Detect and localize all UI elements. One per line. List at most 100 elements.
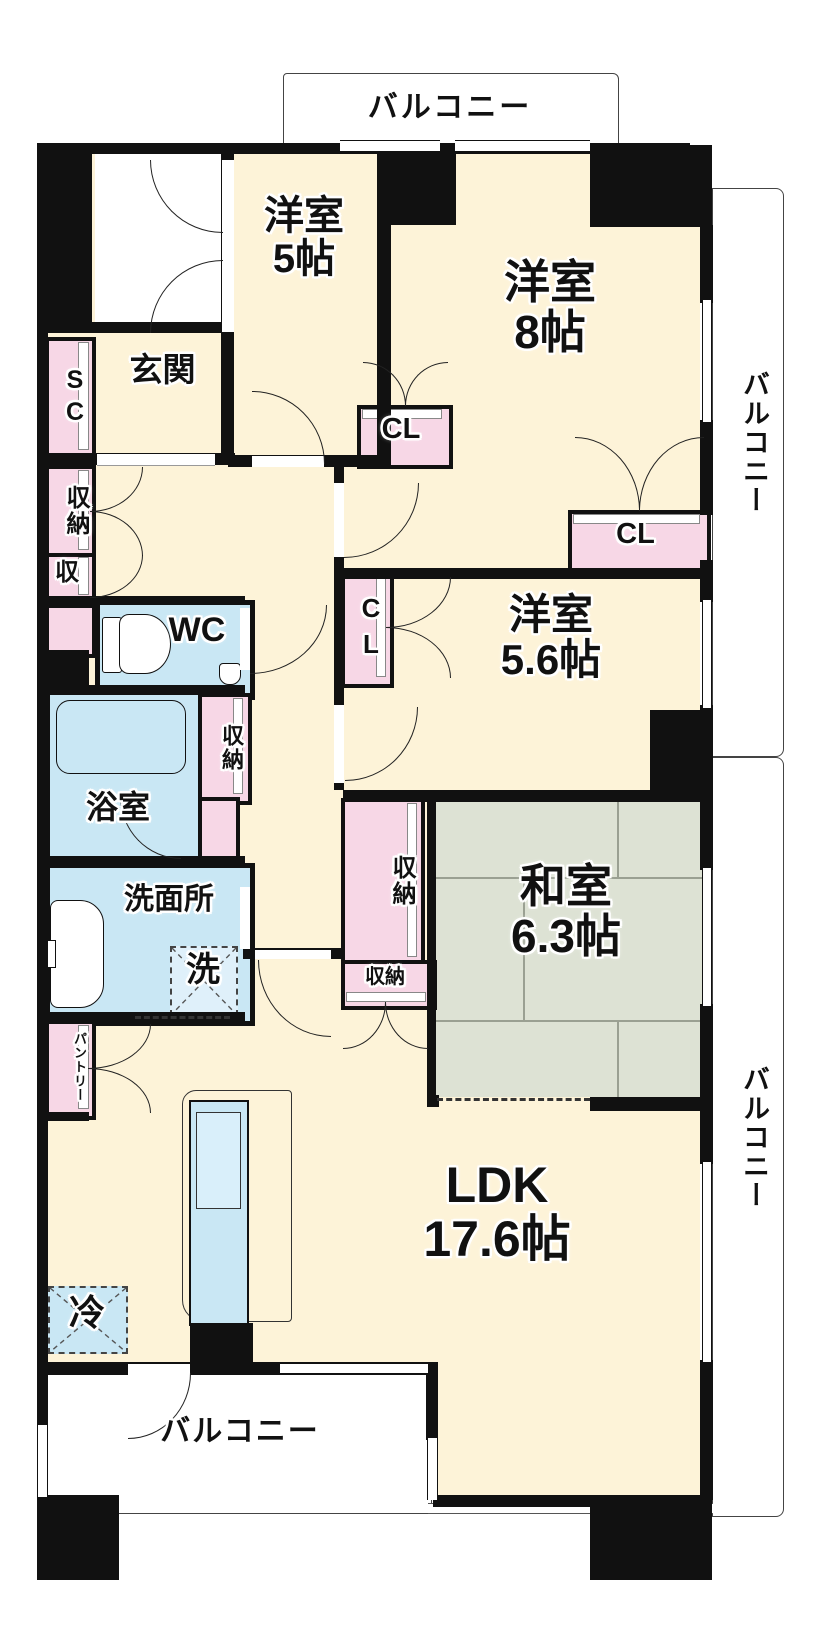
western5-size: 5帖 xyxy=(272,237,336,282)
toilet-bowl xyxy=(119,614,171,674)
door-opening xyxy=(334,705,344,783)
window xyxy=(702,300,712,422)
western56-size: 5.6帖 xyxy=(500,636,602,684)
bathroom-label: 浴室 xyxy=(85,789,150,825)
wall-block xyxy=(590,1495,712,1580)
balcony-top xyxy=(283,73,619,149)
wall xyxy=(427,800,436,1100)
wall xyxy=(433,1495,593,1507)
wall xyxy=(37,143,48,1425)
wall xyxy=(343,568,703,579)
door-opening xyxy=(255,950,331,959)
fridge-x-mark xyxy=(50,1288,126,1352)
japanese-room-name: 和室 xyxy=(520,860,612,912)
ldk-floor-extension xyxy=(433,1362,700,1495)
washroom-label: 洗面所 xyxy=(124,883,214,916)
wall-block xyxy=(590,145,712,227)
closet-door-face xyxy=(78,470,89,550)
wall xyxy=(37,650,89,690)
window xyxy=(702,868,712,1006)
wall xyxy=(426,1362,438,1440)
door-opening xyxy=(222,160,234,332)
tatami-line xyxy=(617,800,619,877)
window xyxy=(455,140,590,152)
wall xyxy=(700,798,713,870)
closet-door-face xyxy=(78,557,89,595)
japanese-room-size: 6.3帖 xyxy=(511,909,621,962)
balcony-right-upper xyxy=(712,188,784,757)
ldk-size: 17.6帖 xyxy=(423,1211,571,1267)
wall xyxy=(700,1360,713,1500)
cl-west8-label: CL xyxy=(616,518,655,550)
balcony-top-label: バルコニー xyxy=(367,91,533,124)
closet-door-face xyxy=(573,514,700,524)
closet-horiz-label: 収納 xyxy=(365,966,405,988)
window xyxy=(427,1438,438,1500)
japanese-room-label: 和室 6.3帖 xyxy=(450,860,682,962)
closet-door-face xyxy=(78,342,89,450)
washer-label: 洗 xyxy=(186,951,220,989)
wall xyxy=(700,225,713,303)
door-opening xyxy=(97,454,215,466)
western56-name: 洋室 xyxy=(508,591,593,638)
ldk-label: LDK 17.6帖 xyxy=(352,1158,642,1266)
wall xyxy=(590,1097,703,1111)
kitchen-sink xyxy=(196,1112,241,1209)
shoe-closet-label: SC xyxy=(61,366,89,430)
door-opening xyxy=(240,887,250,949)
entrance-label: 玄関 xyxy=(129,351,196,388)
closet-door-face xyxy=(407,803,417,957)
pantry-label: パントリー xyxy=(72,1032,87,1102)
tatami-line xyxy=(617,1020,619,1097)
cl-west5-label: CL xyxy=(381,413,421,445)
wall xyxy=(700,1004,713,1164)
wall xyxy=(334,465,344,790)
closet-strip-label: 収納 xyxy=(219,724,244,772)
closet-mid-label: 収納 xyxy=(388,855,415,907)
tatami-line xyxy=(427,1020,703,1022)
tatami-line xyxy=(523,877,525,1020)
refrigerator-space xyxy=(48,1286,128,1354)
closet-left-label: 収納 xyxy=(62,485,89,537)
japanese-room-floor xyxy=(427,800,703,1097)
closet-door-face xyxy=(362,409,442,419)
wall xyxy=(37,685,245,693)
western8-size: 8帖 xyxy=(514,305,586,358)
wall xyxy=(37,856,245,865)
closet-door-face xyxy=(346,992,426,1002)
wall xyxy=(427,1095,439,1107)
wall xyxy=(37,1112,89,1121)
sliding-door-dashed xyxy=(437,1098,590,1101)
sliding-door-dashed xyxy=(135,1016,230,1019)
balcony-bottom xyxy=(40,1370,432,1514)
bathtub xyxy=(56,700,186,774)
wall xyxy=(37,143,92,333)
wc-corner-sink xyxy=(219,663,241,685)
washer-x-mark xyxy=(172,948,236,1014)
pink-cell xyxy=(45,604,96,658)
western5-name: 洋室 xyxy=(264,194,344,238)
western8-name: 洋室 xyxy=(504,256,596,308)
balcony-right-upper-label: バルコニー xyxy=(739,370,769,515)
closet-door-face xyxy=(233,698,243,794)
door-opening xyxy=(240,608,250,670)
wall-block xyxy=(650,710,713,798)
window xyxy=(280,1363,428,1374)
window xyxy=(340,140,440,152)
door-opening xyxy=(128,1364,190,1375)
washing-machine-pan xyxy=(170,946,238,1016)
door-opening xyxy=(334,483,344,557)
window xyxy=(702,1162,712,1362)
pink-cell-small xyxy=(198,797,240,867)
western5-label: 洋室 5帖 xyxy=(228,194,380,282)
window xyxy=(702,600,712,708)
wall xyxy=(343,790,713,802)
ldk-name: LDK xyxy=(445,1157,549,1213)
balcony-bottom-label: バルコニー xyxy=(160,1415,320,1448)
balcony-right-lower-label: バルコニー xyxy=(739,1065,769,1210)
tatami-line xyxy=(427,877,703,879)
western8-label: 洋室 8帖 xyxy=(410,256,690,358)
western56-label: 洋室 5.6帖 xyxy=(420,592,682,683)
wall-block xyxy=(37,1495,119,1580)
